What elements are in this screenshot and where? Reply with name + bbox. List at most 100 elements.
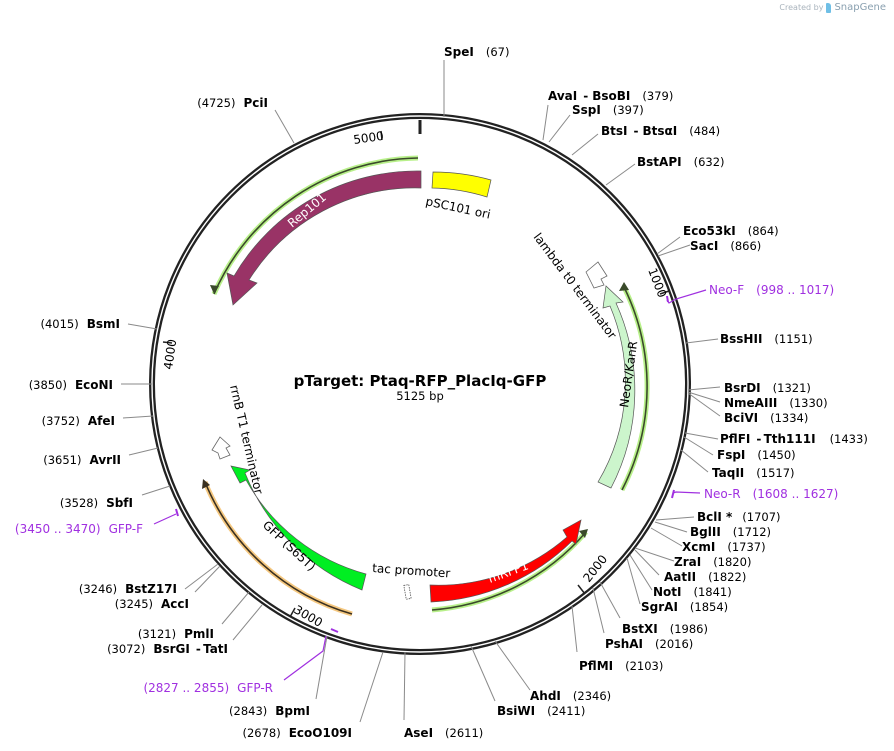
- enzyme-bsshii[interactable]: BssHII(1151): [720, 332, 813, 346]
- orf-tracks: [202, 155, 650, 617]
- svg-text:(3245)AccI: (3245)AccI: [115, 597, 189, 611]
- svg-text:(4015)BsmI: (4015)BsmI: [40, 317, 120, 331]
- enzyme-zrai[interactable]: ZraI(1820): [674, 555, 751, 569]
- svg-text:SacI(866): SacI(866): [690, 239, 761, 253]
- svg-text:Neo-F(998 .. 1017): Neo-F(998 .. 1017): [709, 283, 834, 297]
- feature-tac-promoter[interactable]: tac promoter: [372, 561, 451, 600]
- enzyme-bglii[interactable]: BglII(1712): [690, 525, 771, 539]
- enzyme-ahdi[interactable]: AhdI(2346): [530, 689, 611, 703]
- svg-text:BstAPI(632): BstAPI(632): [637, 155, 725, 169]
- enzyme-taqii[interactable]: TaqII(1517): [712, 466, 795, 480]
- svg-text:TaqII(1517): TaqII(1517): [712, 466, 795, 480]
- svg-text:(3850)EcoNI: (3850)EcoNI: [29, 378, 113, 392]
- svg-text:SpeI(67): SpeI(67): [444, 45, 509, 59]
- svg-text:(3450 .. 3470)GFP-F: (3450 .. 3470)GFP-F: [15, 522, 143, 536]
- plasmid-name: pTarget: Ptaq-RFP_PlacIq-GFP: [294, 372, 547, 390]
- enzyme-saci[interactable]: SacI(866): [690, 239, 761, 253]
- svg-text:BstXI(1986): BstXI(1986): [622, 622, 708, 636]
- feature-rep101[interactable]: Rep101: [226, 170, 422, 306]
- svg-text:XcmI(1737): XcmI(1737): [682, 540, 766, 554]
- enzyme-bsiwi[interactable]: BsiWI(2411): [497, 704, 585, 718]
- snapgene-credit: Created by SnapGene: [779, 2, 886, 13]
- credit-prefix: Created by: [779, 3, 824, 12]
- enzyme-bstapi[interactable]: BstAPI(632): [637, 155, 725, 169]
- enzyme-bsmi[interactable]: (4015)BsmI: [40, 317, 120, 331]
- svg-text:BclI *(1707): BclI *(1707): [697, 510, 781, 524]
- enzyme-nmeaiii[interactable]: NmeAIII(1330): [724, 396, 828, 410]
- svg-text:Neo-R(1608 .. 1627): Neo-R(1608 .. 1627): [704, 487, 838, 501]
- tick-4000: 4000: [161, 338, 179, 370]
- enzyme-bsrgi-tati[interactable]: (3072)BsrGI-TatI: [107, 642, 228, 656]
- enzyme-bcivi[interactable]: BciVI(1334): [724, 411, 808, 425]
- svg-text:ZraI(1820): ZraI(1820): [674, 555, 751, 569]
- svg-text:PflFI-Tth111I(1433): PflFI-Tth111I(1433): [720, 432, 868, 446]
- snapgene-logo-icon: [826, 2, 832, 13]
- svg-text:NotI(1841): NotI(1841): [653, 585, 732, 599]
- svg-text:AseI(2611): AseI(2611): [404, 726, 483, 740]
- enzyme-btsi-btsai[interactable]: BtsI-BtsαI(484): [601, 124, 720, 138]
- enzyme-pshai[interactable]: PshAI(2016): [605, 637, 693, 651]
- enzyme-bsrdi[interactable]: BsrDI(1321): [724, 381, 811, 395]
- svg-text:PflMI(2103): PflMI(2103): [579, 659, 663, 673]
- enzyme-aatii[interactable]: AatII(1822): [664, 570, 746, 584]
- enzyme-fspi[interactable]: FspI(1450): [717, 448, 796, 462]
- enzyme-spei[interactable]: SpeI(67): [444, 45, 509, 59]
- svg-text:BssHII(1151): BssHII(1151): [720, 332, 813, 346]
- enzyme-afei[interactable]: (3752)AfeI: [42, 414, 115, 428]
- svg-text:BsiWI(2411): BsiWI(2411): [497, 704, 585, 718]
- svg-text:PshAI(2016): PshAI(2016): [605, 637, 693, 651]
- enzyme-sgrai[interactable]: SgrAI(1854): [641, 600, 728, 614]
- enzyme-bstz17i[interactable]: (3246)BstZ17I: [79, 582, 177, 596]
- svg-text:(3121)PmlI: (3121)PmlI: [138, 627, 214, 641]
- enzyme-leaders: [121, 60, 721, 723]
- svg-text:(2827 .. 2855)GFP-R: (2827 .. 2855)GFP-R: [143, 681, 273, 695]
- plasmid-length: 5125 bp: [396, 389, 444, 403]
- enzyme-pcii[interactable]: (4725)PciI: [197, 96, 268, 110]
- enzyme-bcli[interactable]: BclI *(1707): [697, 510, 781, 524]
- primer-gfp-f[interactable]: (3450 .. 3470)GFP-F: [15, 508, 179, 536]
- svg-text:BtsI-BtsαI(484): BtsI-BtsαI(484): [601, 124, 720, 138]
- svg-text:(3246)BstZ17I: (3246)BstZ17I: [79, 582, 177, 596]
- enzyme-bpmi[interactable]: (2843)BpmI: [229, 704, 310, 718]
- credit-brand: SnapGene: [834, 2, 886, 13]
- svg-text:BciVI(1334): BciVI(1334): [724, 411, 808, 425]
- svg-text:NmeAIII(1330): NmeAIII(1330): [724, 396, 828, 410]
- enzyme-noti[interactable]: NotI(1841): [653, 585, 732, 599]
- enzyme-sbfi[interactable]: (3528)SbfI: [60, 496, 133, 510]
- enzyme-eco53ki[interactable]: Eco53kI(864): [683, 224, 779, 238]
- enzyme-econi[interactable]: (3850)EcoNI: [29, 378, 113, 392]
- enzyme-pflfi-tth111i[interactable]: PflFI-Tth111I(1433): [720, 432, 868, 446]
- enzyme-bstxi[interactable]: BstXI(1986): [622, 622, 708, 636]
- svg-text:SspI(397): SspI(397): [572, 103, 644, 117]
- enzyme-pmli[interactable]: (3121)PmlI: [138, 627, 214, 641]
- svg-text:AhdI(2346): AhdI(2346): [530, 689, 611, 703]
- feature-label-psc101-ori: pSC101 ori: [424, 194, 491, 221]
- enzyme-ecoo109i[interactable]: (2678)EcoO109I: [242, 726, 352, 740]
- feature-label-tac-promoter: tac promoter: [372, 561, 451, 580]
- tick-5000: 5000: [352, 129, 384, 147]
- svg-text:(4725)PciI: (4725)PciI: [197, 96, 268, 110]
- feature-psc101-ori[interactable]: pSC101 ori: [424, 171, 492, 222]
- svg-text:(3651)AvrII: (3651)AvrII: [43, 453, 121, 467]
- svg-text:AvaI-BsoBI(379): AvaI-BsoBI(379): [548, 89, 673, 103]
- feature-label-neor-kanr: NeoR/KanR: [617, 340, 640, 408]
- svg-text:(2843)BpmI: (2843)BpmI: [229, 704, 310, 718]
- primer-neo-f[interactable]: Neo-F(998 .. 1017): [666, 283, 834, 304]
- enzyme-acci[interactable]: (3245)AccI: [115, 597, 189, 611]
- enzyme-asei[interactable]: AseI(2611): [404, 726, 483, 740]
- feature-label-gfp-s65t: GFP (S65T): [260, 518, 318, 574]
- svg-text:FspI(1450): FspI(1450): [717, 448, 796, 462]
- svg-text:BglII(1712): BglII(1712): [690, 525, 771, 539]
- svg-text:(3072)BsrGI-TatI: (3072)BsrGI-TatI: [107, 642, 228, 656]
- primer-gfp-r[interactable]: (2827 .. 2855)GFP-R: [143, 628, 339, 695]
- svg-text:(3752)AfeI: (3752)AfeI: [42, 414, 115, 428]
- svg-text:Eco53kI(864): Eco53kI(864): [683, 224, 779, 238]
- enzyme-sspi[interactable]: SspI(397): [572, 103, 644, 117]
- enzyme-avai-bsobi[interactable]: AvaI-BsoBI(379): [548, 89, 673, 103]
- enzyme-xcmi[interactable]: XcmI(1737): [682, 540, 766, 554]
- primer-neo-r[interactable]: Neo-R(1608 .. 1627): [671, 487, 838, 501]
- svg-text:(2678)EcoO109I: (2678)EcoO109I: [242, 726, 352, 740]
- enzyme-pflmi[interactable]: PflMI(2103): [579, 659, 663, 673]
- enzyme-avrii[interactable]: (3651)AvrII: [43, 453, 121, 467]
